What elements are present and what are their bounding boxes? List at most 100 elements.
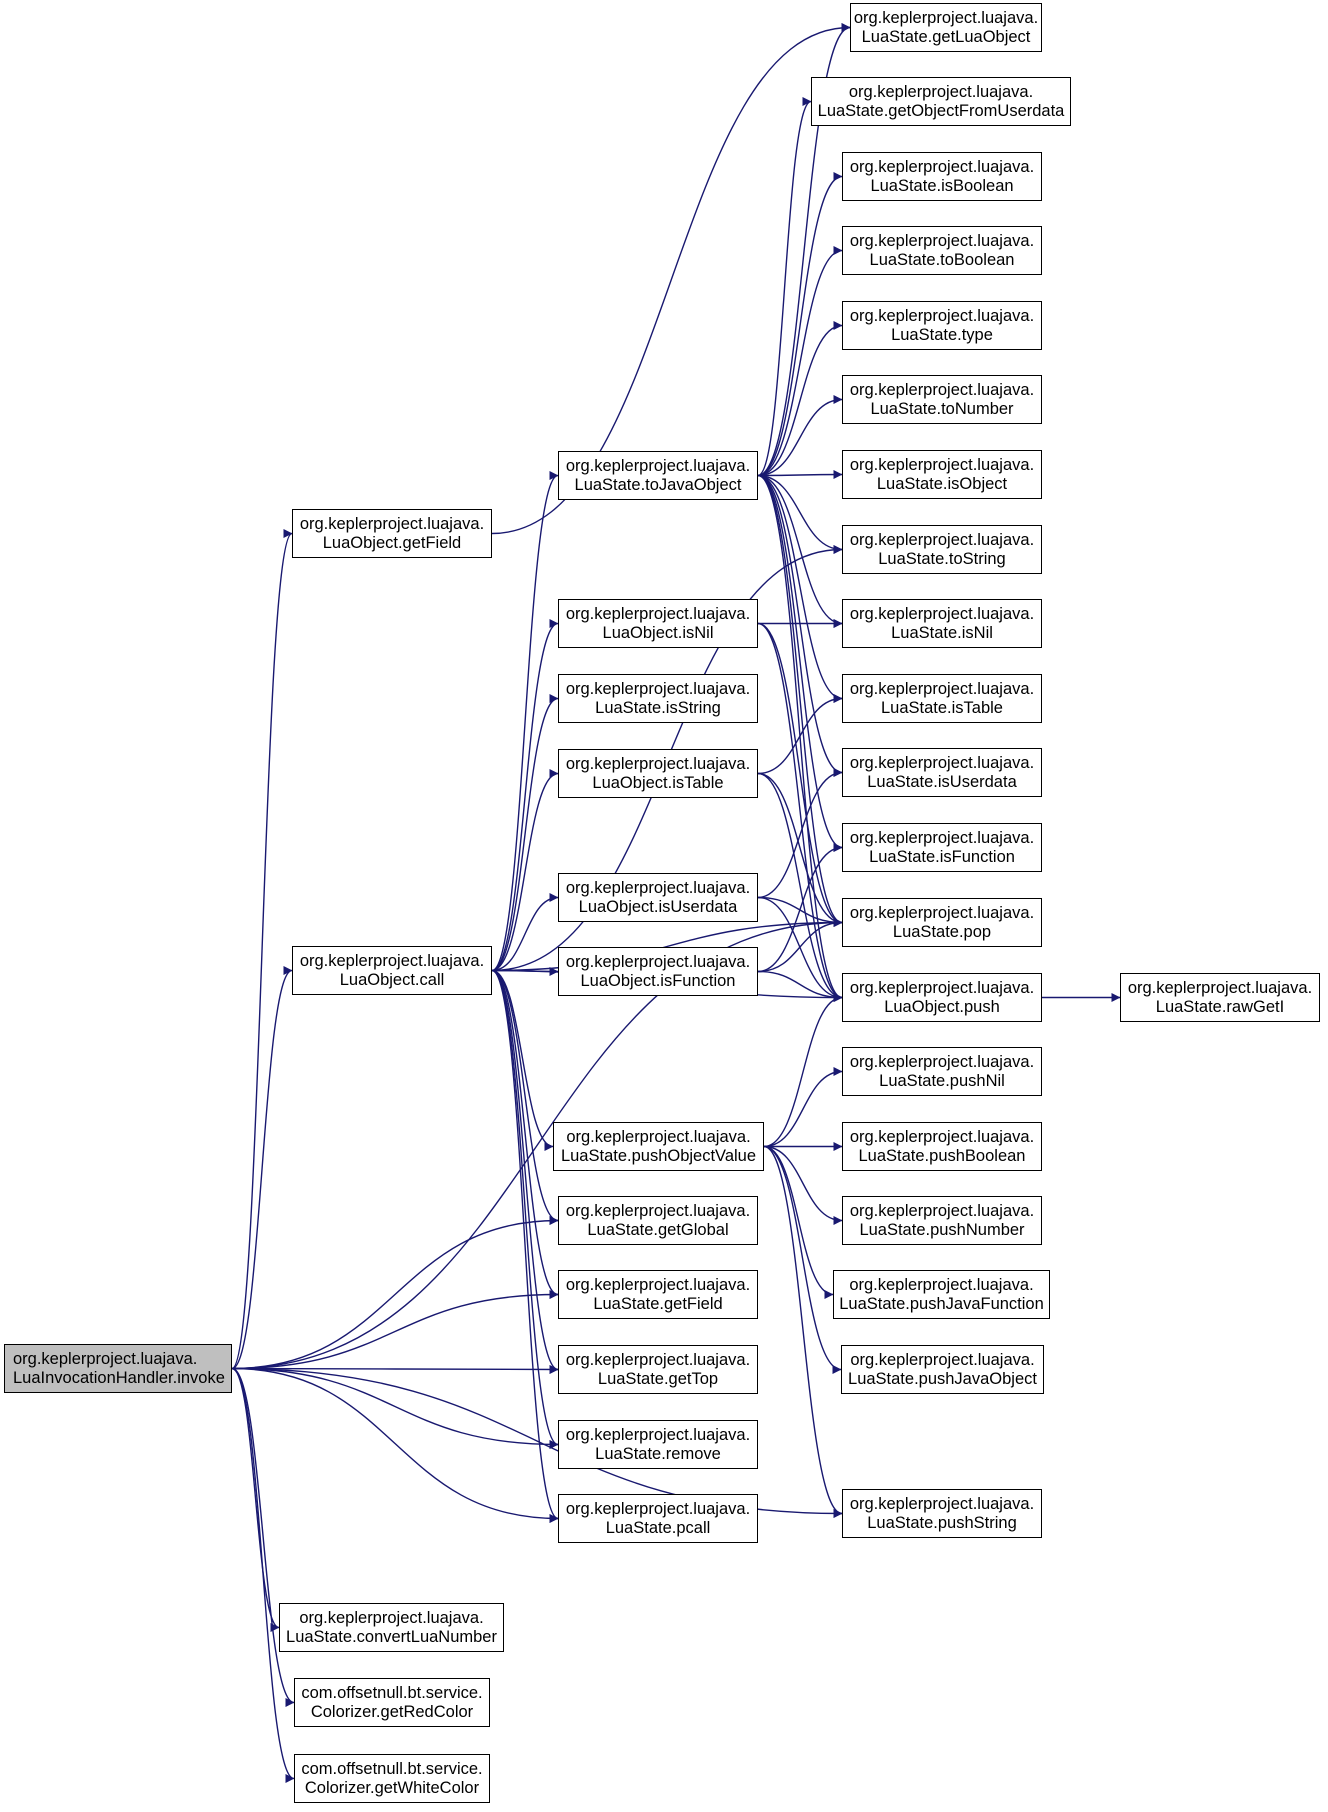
- node-luastate-getfield[interactable]: org.keplerproject.luajava. LuaState.getF…: [558, 1270, 758, 1319]
- node-line1: org.keplerproject.luajava.: [849, 1494, 1035, 1513]
- edge-invoke-to-pcall: [231, 1367, 559, 1523]
- node-line2: LuaState.getObjectFromUserdata: [817, 101, 1065, 120]
- node-line1: org.keplerproject.luajava.: [565, 1275, 751, 1294]
- node-luastate-toboolean[interactable]: org.keplerproject.luajava. LuaState.toBo…: [842, 226, 1042, 275]
- node-luastate-pushnil[interactable]: org.keplerproject.luajava. LuaState.push…: [842, 1047, 1042, 1096]
- node-luastate-gettop[interactable]: org.keplerproject.luajava. LuaState.getT…: [558, 1345, 758, 1394]
- node-line2: LuaState.toJavaObject: [574, 475, 742, 494]
- edge-isUserdata_LO-to-isUserdata_LS: [757, 768, 843, 899]
- node-line2: LuaState.getGlobal: [587, 1220, 729, 1239]
- node-luastate-pushjavaobject[interactable]: org.keplerproject.luajava. LuaState.push…: [841, 1345, 1044, 1394]
- node-luastate-convertluanumber[interactable]: org.keplerproject.luajava. LuaState.conv…: [279, 1603, 504, 1652]
- node-line2: LuaObject.isNil: [602, 623, 714, 642]
- node-luaobject-call[interactable]: org.keplerproject.luajava. LuaObject.cal…: [292, 946, 492, 995]
- node-luastate-type[interactable]: org.keplerproject.luajava. LuaState.type: [842, 301, 1042, 350]
- node-line2: LuaState.pushString: [867, 1513, 1017, 1532]
- node-colorizer-getwhitecolor[interactable]: com.offsetnull.bt.service. Colorizer.get…: [294, 1754, 490, 1803]
- node-line1: org.keplerproject.luajava.: [849, 157, 1035, 176]
- node-line1: org.keplerproject.luajava.: [299, 514, 485, 533]
- node-line1: org.keplerproject.luajava.: [565, 1425, 751, 1444]
- edge-toJavaObject-to-pop: [757, 474, 843, 927]
- node-luaobject-isfunction[interactable]: org.keplerproject.luajava. LuaObject.isF…: [558, 947, 758, 996]
- node-luastate-rawgeti[interactable]: org.keplerproject.luajava. LuaState.rawG…: [1120, 973, 1320, 1022]
- node-luaobject-push[interactable]: org.keplerproject.luajava. LuaObject.pus…: [842, 973, 1042, 1022]
- node-line2: Colorizer.getRedColor: [310, 1702, 474, 1721]
- node-luastate-tojavaobject[interactable]: org.keplerproject.luajava. LuaState.toJa…: [558, 451, 758, 500]
- edge-call-to-getField_LS: [491, 969, 559, 1299]
- node-line1: org.keplerproject.luajava.: [849, 903, 1035, 922]
- edge-pushObjectValue-to-pushNumber: [763, 1145, 843, 1225]
- node-line2: LuaState.toBoolean: [869, 250, 1015, 269]
- node-line1: org.keplerproject.luajava.: [299, 1608, 484, 1627]
- edge-isNil_LO-to-push_LO: [757, 622, 843, 1002]
- edge-call-to-pcall: [491, 969, 559, 1523]
- node-line2: LuaState.toString: [878, 549, 1006, 568]
- edge-isFunction_LO-to-push_LO: [757, 970, 843, 1002]
- node-luastate-pushjavafunction[interactable]: org.keplerproject.luajava. LuaState.push…: [833, 1270, 1050, 1319]
- node-line2: LuaObject.push: [884, 997, 1000, 1016]
- node-luastate-tonumber[interactable]: org.keplerproject.luajava. LuaState.toNu…: [842, 375, 1042, 424]
- node-luastate-getglobal[interactable]: org.keplerproject.luajava. LuaState.getG…: [558, 1196, 758, 1245]
- node-line1: org.keplerproject.luajava.: [849, 978, 1035, 997]
- node-luastate-isuserdata[interactable]: org.keplerproject.luajava. LuaState.isUs…: [842, 748, 1042, 797]
- node-line1: org.keplerproject.luajava.: [849, 455, 1035, 474]
- node-luastate-isstring[interactable]: org.keplerproject.luajava. LuaState.isSt…: [558, 674, 758, 723]
- node-line2: LuaState.isUserdata: [867, 772, 1017, 791]
- edge-call-to-isUserdata_LO: [491, 893, 559, 972]
- node-luastate-istable[interactable]: org.keplerproject.luajava. LuaState.isTa…: [842, 674, 1042, 723]
- node-luastate-pushobjectvalue[interactable]: org.keplerproject.luajava. LuaState.push…: [553, 1122, 764, 1171]
- edge-invoke-to-call: [231, 966, 293, 1370]
- edge-isTable_LO-to-pop: [757, 772, 843, 927]
- node-luastate-remove[interactable]: org.keplerproject.luajava. LuaState.remo…: [558, 1420, 758, 1469]
- node-luastate-tostring[interactable]: org.keplerproject.luajava. LuaState.toSt…: [842, 525, 1042, 574]
- node-luaobject-isuserdata[interactable]: org.keplerproject.luajava. LuaObject.isU…: [558, 873, 758, 922]
- node-line2: LuaState.rawGetI: [1155, 997, 1285, 1016]
- node-line2: LuaState.convertLuaNumber: [286, 1627, 497, 1646]
- edge-invoke-to-getGlobal: [231, 1216, 559, 1370]
- edge-invoke-to-getRedColor: [231, 1367, 295, 1707]
- node-luastate-isfunction[interactable]: org.keplerproject.luajava. LuaState.isFu…: [842, 823, 1042, 872]
- node-line2: LuaState.toNumber: [870, 399, 1014, 418]
- edge-pushObjectValue-to-pushString: [763, 1145, 843, 1518]
- node-luastate-pushstring[interactable]: org.keplerproject.luajava. LuaState.push…: [842, 1489, 1042, 1538]
- node-line2: LuaState.isBoolean: [870, 176, 1014, 195]
- node-line1: org.keplerproject.luajava.: [566, 1127, 751, 1146]
- node-line1: com.offsetnull.bt.service.: [301, 1759, 483, 1778]
- node-luastate-getluaobject[interactable]: org.keplerproject.luajava. LuaState.getL…: [850, 3, 1042, 52]
- node-line1: org.keplerproject.luajava.: [565, 952, 751, 971]
- node-luastate-isobject[interactable]: org.keplerproject.luajava. LuaState.isOb…: [842, 450, 1042, 499]
- node-luastate-getobjectfromuserdata[interactable]: org.keplerproject.luajava. LuaState.getO…: [811, 77, 1071, 126]
- edge-toJavaObject-to-isObject: [757, 470, 843, 480]
- edge-isFunction_LO-to-isFunction_LS: [757, 843, 843, 973]
- node-line2: LuaObject.isFunction: [580, 971, 736, 990]
- node-lua-invocation-handler-invoke[interactable]: org.keplerproject.luajava. LuaInvocation…: [4, 1344, 232, 1393]
- node-luaobject-getfield[interactable]: org.keplerproject.luajava. LuaObject.get…: [292, 509, 492, 558]
- edge-pushObjectValue-to-pushJavaFunction: [763, 1145, 834, 1299]
- node-line2: Colorizer.getWhiteColor: [304, 1778, 480, 1797]
- edge-toJavaObject-to-isFunction_LS: [757, 474, 843, 852]
- node-line2: LuaState.isNil: [891, 623, 993, 642]
- node-line2: LuaState.pop: [892, 922, 992, 941]
- node-luastate-pushboolean[interactable]: org.keplerproject.luajava. LuaState.push…: [842, 1122, 1042, 1171]
- node-luaobject-isnil[interactable]: org.keplerproject.luajava. LuaObject.isN…: [558, 599, 758, 648]
- node-line2: LuaState.isTable: [880, 698, 1003, 717]
- node-luastate-pushnumber[interactable]: org.keplerproject.luajava. LuaState.push…: [842, 1196, 1042, 1245]
- edge-toJavaObject-to-isBoolean: [757, 172, 843, 477]
- node-luastate-pcall[interactable]: org.keplerproject.luajava. LuaState.pcal…: [558, 1494, 758, 1543]
- node-luaobject-istable[interactable]: org.keplerproject.luajava. LuaObject.isT…: [558, 749, 758, 798]
- node-luastate-pop[interactable]: org.keplerproject.luajava. LuaState.pop: [842, 898, 1042, 947]
- node-luastate-isboolean[interactable]: org.keplerproject.luajava. LuaState.isBo…: [842, 152, 1042, 201]
- edge-isTable_LO-to-isTable_LS: [757, 694, 843, 775]
- node-line1: org.keplerproject.luajava.: [565, 604, 751, 623]
- node-line1: org.keplerproject.luajava.: [853, 8, 1039, 27]
- edge-invoke-to-getField_LO: [231, 529, 293, 1370]
- node-line1: org.keplerproject.luajava.: [849, 1127, 1035, 1146]
- node-line2: LuaState.pcall: [605, 1518, 711, 1537]
- node-luastate-isnil[interactable]: org.keplerproject.luajava. LuaState.isNi…: [842, 599, 1042, 648]
- node-line1: org.keplerproject.luajava.: [13, 1349, 198, 1368]
- node-line2: LuaState.pushNil: [879, 1071, 1005, 1090]
- node-colorizer-getredcolor[interactable]: com.offsetnull.bt.service. Colorizer.get…: [294, 1678, 490, 1727]
- node-line1: org.keplerproject.luajava.: [849, 231, 1035, 250]
- node-line1: org.keplerproject.luajava.: [565, 1350, 751, 1369]
